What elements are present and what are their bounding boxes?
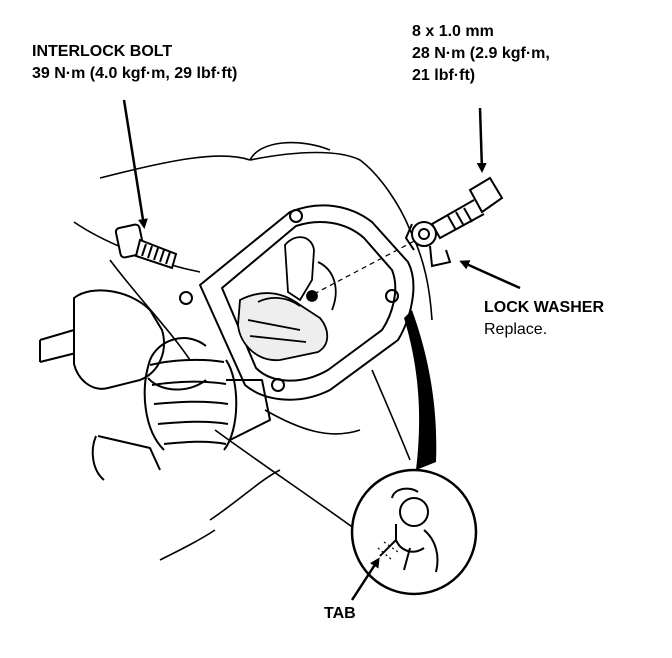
tab-label: TAB: [324, 605, 356, 622]
lock-washer-arrow: [459, 260, 521, 290]
lock-washer: [404, 221, 452, 268]
interlock-bolt-arrow: [122, 99, 148, 229]
mount-bolt: [430, 176, 504, 240]
tab-arrow: [350, 557, 380, 601]
mount-bolt-torque-line2: 21 lbf·ft): [412, 67, 476, 84]
tab-detail-view: [350, 468, 478, 596]
interlock-bolt-torque: 39 N·m (4.0 kgf·m, 29 lbf·ft): [32, 65, 238, 82]
bolt-centerline: [313, 237, 421, 295]
mount-bolt-size: 8 x 1.0 mm: [412, 23, 494, 40]
mount-bolt-arrow: [476, 107, 487, 173]
lock-washer-label: LOCK WASHER: [484, 299, 604, 316]
shift-cable-boot: [39, 289, 271, 481]
interlock-bolt: [114, 223, 178, 270]
shift-mechanism: [237, 236, 337, 361]
detail-callout-wedge: [404, 310, 437, 470]
shift-cover-flange: [179, 204, 415, 401]
interlock-bolt-label: INTERLOCK BOLT: [32, 43, 173, 60]
mount-bolt-torque-line1: 28 N·m (2.9 kgf·m,: [412, 45, 550, 62]
lock-washer-note: Replace.: [484, 321, 548, 338]
